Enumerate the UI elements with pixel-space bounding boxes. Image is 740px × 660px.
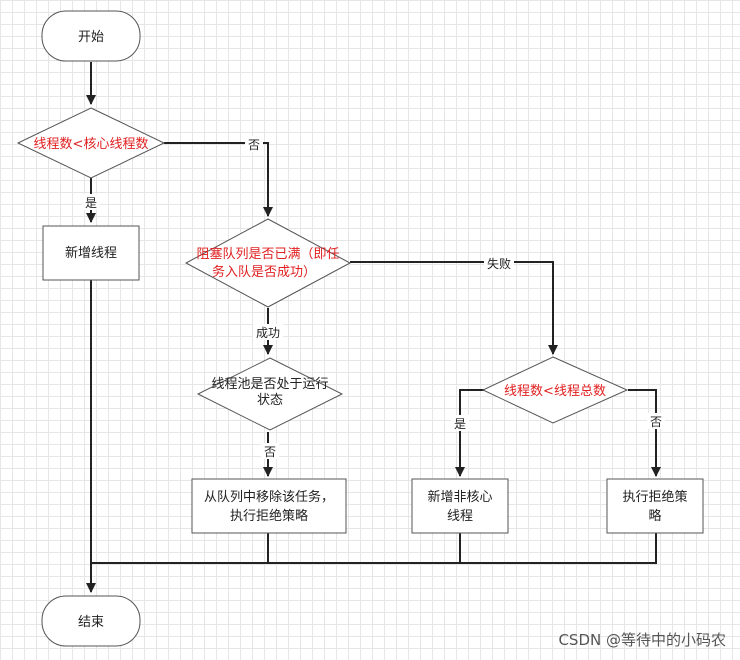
edge-reject-to-merge — [460, 533, 657, 564]
process-new-noncore-line1: 新增非核心 — [427, 489, 492, 505]
end-node: 结束 — [41, 595, 141, 647]
decision-max-threads-label: 线程数<线程总数 — [504, 384, 606, 399]
edges — [86, 62, 661, 593]
process-remove-and-reject-line1: 从队列中移除该任务， — [204, 489, 334, 505]
edge-remove-to-merge — [91, 533, 269, 564]
decision-queue-full-label-line1: 阻塞队列是否已满（即任 — [196, 246, 339, 262]
decision-pool-running-label-line1: 线程池是否处于运行 — [211, 377, 328, 392]
edge-new-noncore-to-merge — [268, 533, 461, 564]
decision-core-threads-label: 线程数<核心线程数 — [34, 137, 149, 152]
edge-labels: 否 是 失败 成功 否 是 否 — [82, 136, 665, 459]
decision-queue-full-label-line2: 务入队是否成功） — [212, 264, 316, 280]
process-new-thread-label: 新增线程 — [65, 245, 117, 261]
process-new-noncore-line2: 线程 — [447, 509, 473, 524]
decision-max-threads: 线程数<线程总数 — [481, 356, 629, 424]
edge-max-yes-to-new-noncore — [455, 389, 484, 477]
edge-label-queue-fail: 失败 — [487, 256, 511, 271]
start-node-label: 开始 — [78, 30, 104, 45]
process-reject-policy-line1: 执行拒绝策 — [622, 489, 687, 505]
end-node-label: 结束 — [78, 615, 104, 630]
edge-label-running-no: 否 — [264, 445, 276, 459]
edge-label-core-no: 否 — [248, 138, 260, 152]
process-new-noncore-thread: 新增非核心 线程 — [411, 478, 509, 534]
process-reject-policy-line2: 略 — [648, 508, 661, 524]
decision-core-threads: 线程数<核心线程数 — [16, 107, 166, 179]
process-remove-and-reject-line2: 执行拒绝策略 — [230, 508, 308, 524]
process-remove-and-reject: 从队列中移除该任务， 执行拒绝策略 — [191, 478, 347, 534]
csdn-watermark: CSDN @等待中的小码农 — [558, 631, 726, 649]
start-node: 开始 — [41, 10, 141, 62]
decision-pool-running: 线程池是否处于运行 状态 — [196, 357, 344, 431]
edge-label-queue-success: 成功 — [256, 326, 280, 340]
process-new-thread: 新增线程 — [42, 225, 140, 281]
edge-label-max-yes: 是 — [454, 417, 466, 431]
process-reject-policy: 执行拒绝策 略 — [606, 478, 704, 534]
decision-pool-running-label-line2: 状态 — [257, 393, 283, 408]
edge-max-no-to-reject — [628, 389, 661, 477]
edge-queue-fail-to-max — [350, 261, 558, 355]
edge-label-core-yes: 是 — [85, 196, 97, 210]
decision-queue-full: 阻塞队列是否已满（即任 务入队是否成功） — [184, 218, 352, 308]
edge-label-max-no: 否 — [650, 415, 662, 429]
edge-core-no-to-queue — [164, 142, 273, 217]
